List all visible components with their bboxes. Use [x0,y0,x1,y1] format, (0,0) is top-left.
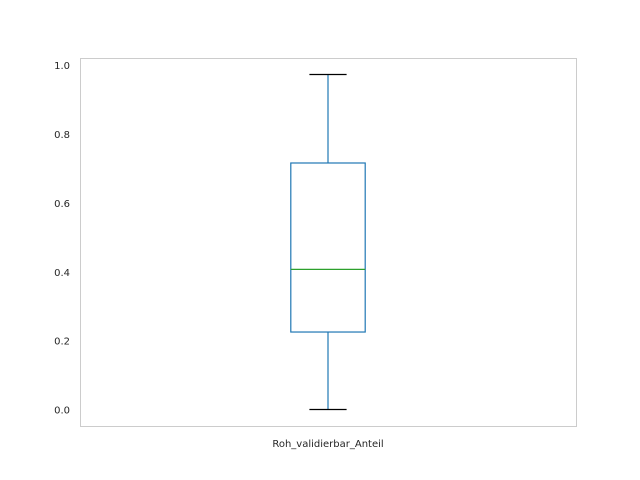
box-series [290,73,366,411]
y-tick-label: 1.0 [54,61,70,72]
y-tick-label: 0.0 [54,405,70,416]
y-tick-label: 0.4 [54,268,70,279]
y-tick-label: 0.6 [54,199,70,210]
y-axis: 0.0 0.2 0.4 0.6 0.8 1.0 [54,61,70,416]
y-tick-label: 0.2 [54,337,70,348]
x-axis: Roh_validierbar_Anteil [272,439,383,450]
y-tick-label: 0.8 [54,130,70,141]
box-group [290,73,366,411]
iqr-box [290,162,366,333]
x-tick-label: Roh_validierbar_Anteil [272,439,383,450]
